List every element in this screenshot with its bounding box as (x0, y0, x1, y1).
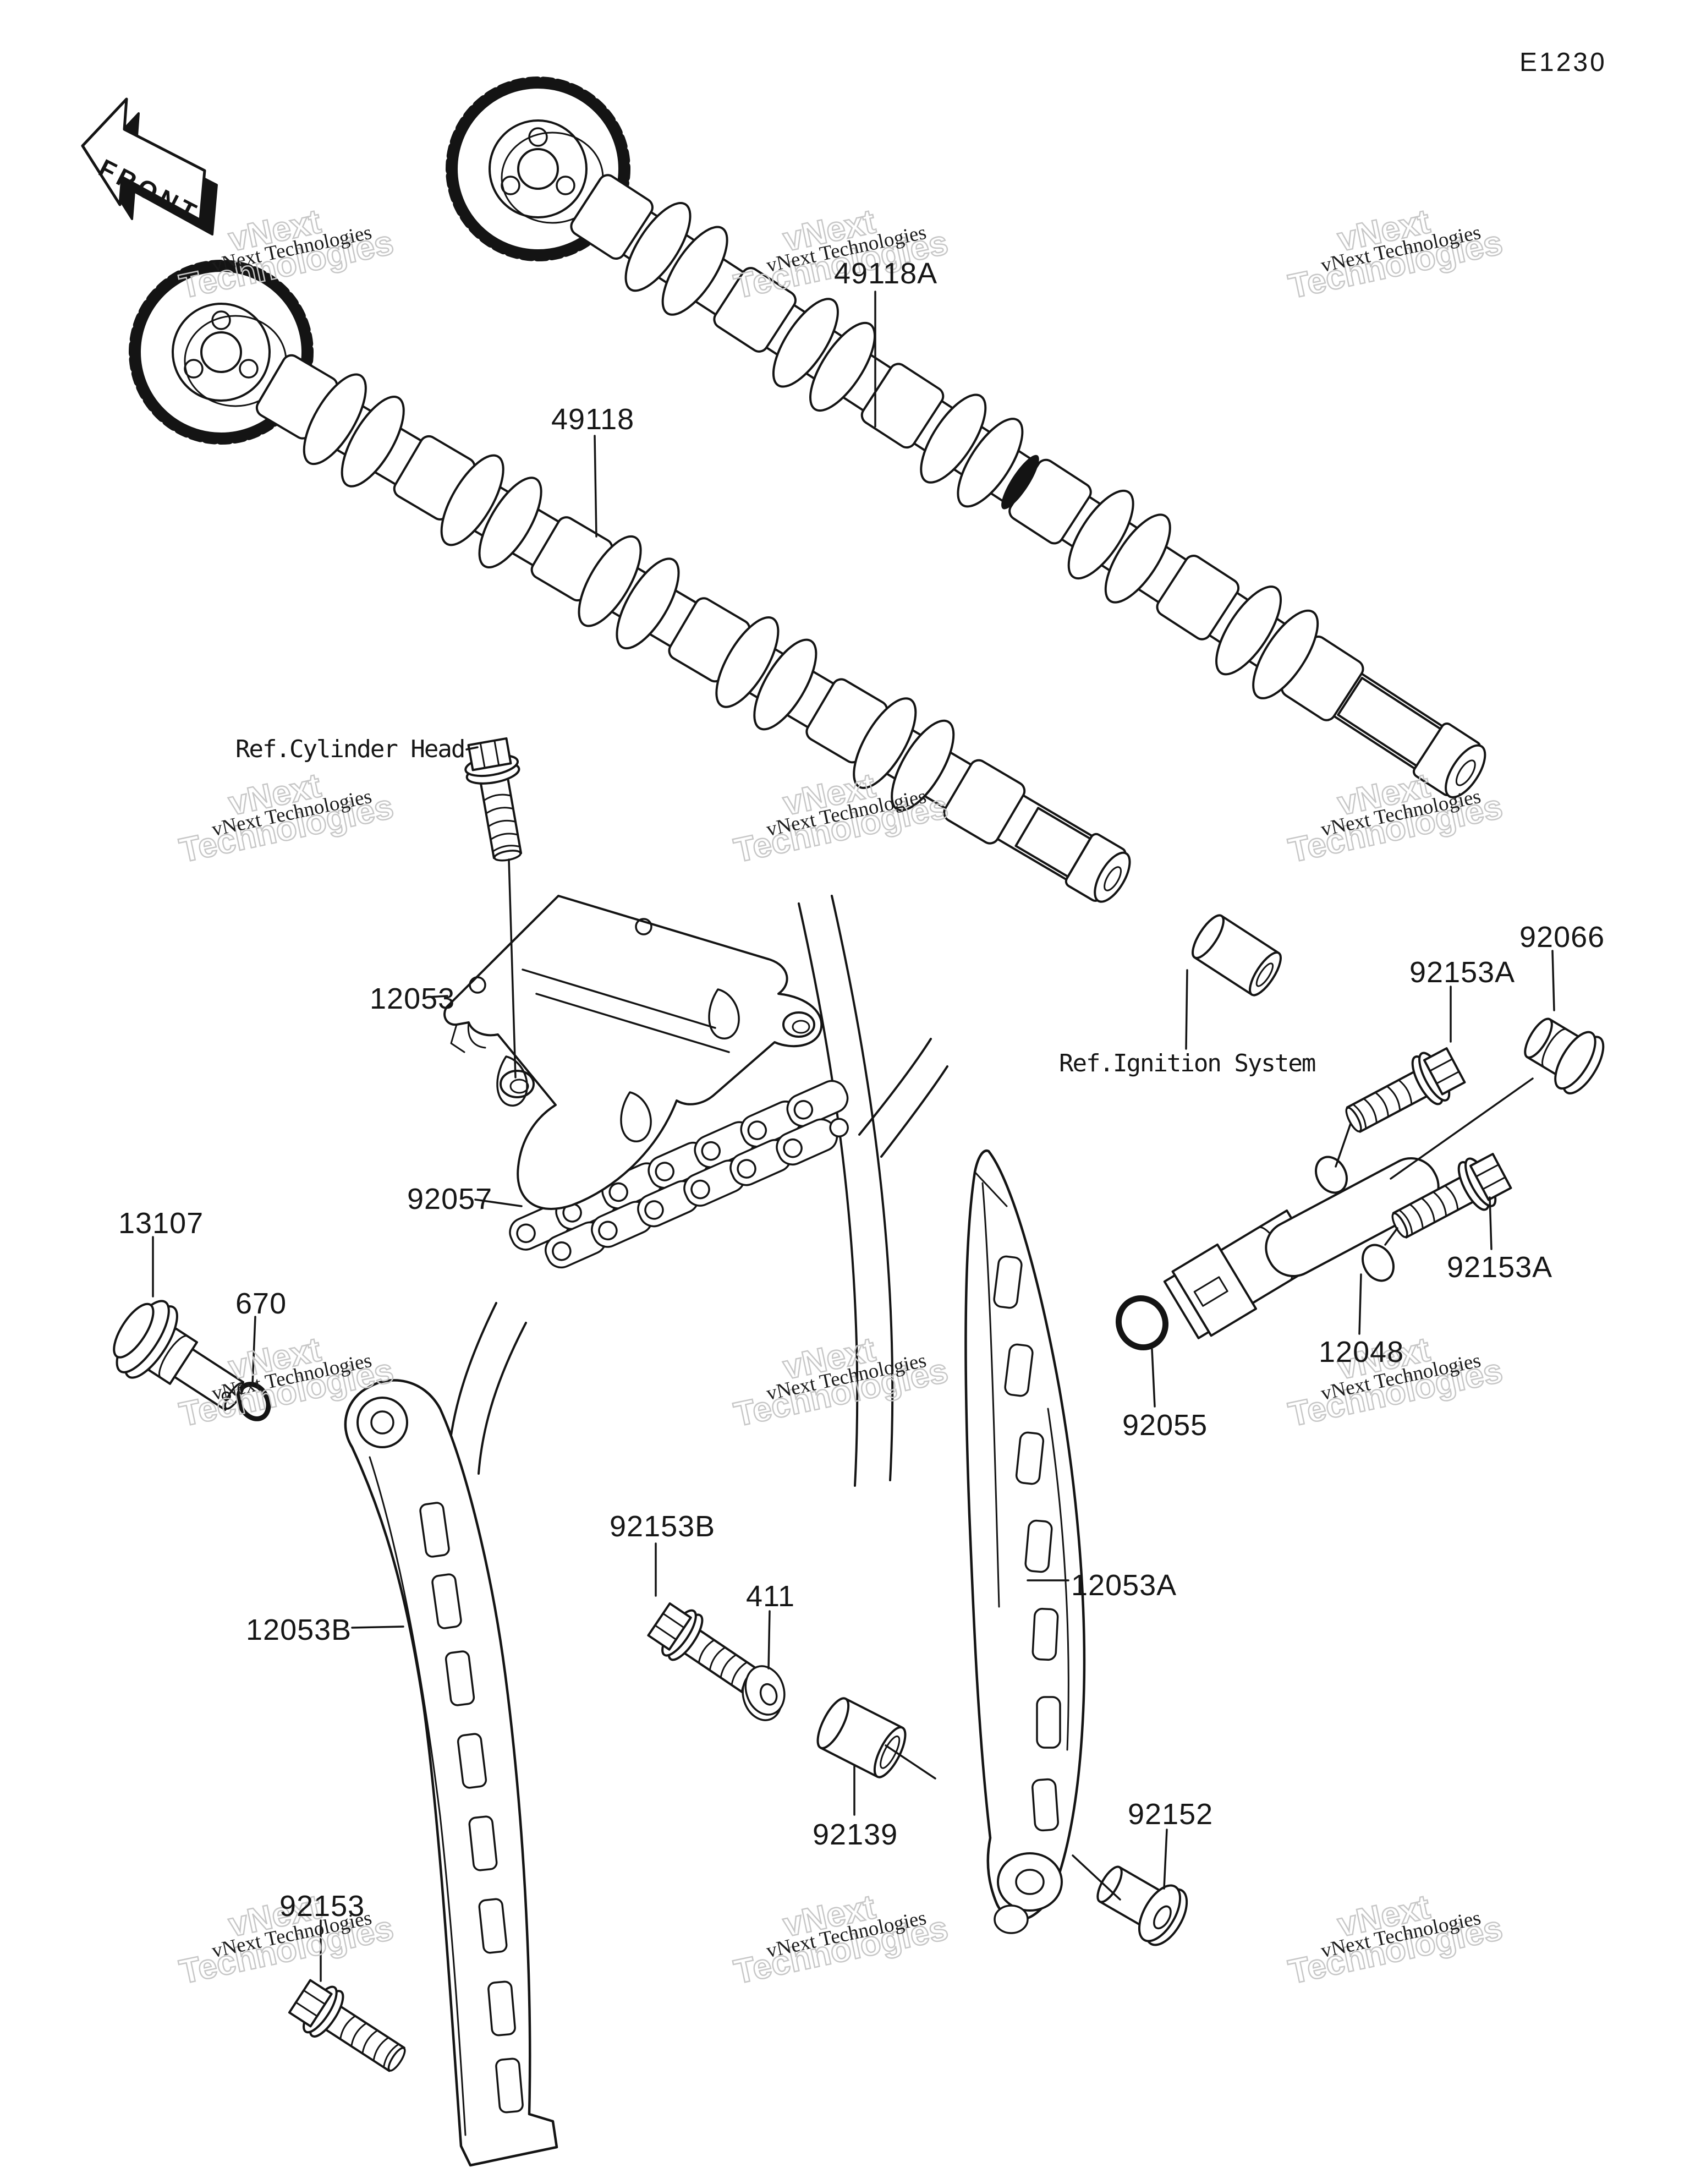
bolt-92153 (284, 1973, 416, 2085)
oring-92055 (1115, 1295, 1169, 1351)
tensioner-12048 (1163, 1156, 1440, 1339)
ref-ignition-system-label: Ref.Ignition System (1059, 1049, 1316, 1077)
intake-camshaft (253, 351, 1131, 903)
bolt-92153A-upper (1337, 1042, 1468, 1145)
part-label-49118a: 49118A (834, 257, 938, 290)
part-label-670: 670 (235, 1287, 287, 1320)
exhaust-cam-sprocket (446, 76, 630, 261)
cap-plug-92066 (1524, 1017, 1605, 1094)
part-label-12053: 12053 (370, 982, 456, 1015)
intake-cam-sprocket (129, 260, 314, 445)
part-label-12048: 12048 (1319, 1335, 1404, 1369)
page-code: E1230 (1519, 48, 1607, 77)
part-label-13107: 13107 (118, 1207, 204, 1240)
leader-lines (152, 291, 1555, 1982)
oring-670 (236, 1382, 271, 1421)
part-label-92139: 92139 (813, 1818, 898, 1851)
part-label-12053a: 12053A (1071, 1569, 1177, 1602)
part-label-411: 411 (746, 1580, 795, 1613)
cam-chain-segment (509, 1080, 849, 1269)
cylinder-head-bolt (460, 736, 536, 866)
chain-guide-front (344, 1379, 558, 2167)
part-label-92152: 92152 (1128, 1798, 1214, 1831)
part-label-92153b: 92153B (610, 1510, 716, 1543)
part-label-12053b: 12053B (246, 1613, 352, 1646)
part-label-92153a-upper: 92153A (1409, 956, 1516, 989)
front-arrow-icon: FRONT (81, 97, 218, 236)
part-label-92153: 92153 (279, 1890, 365, 1923)
cam-bracket (443, 895, 823, 1210)
chain-guide-rear (964, 1150, 1086, 1934)
ignition-rotor (1192, 914, 1282, 997)
washer-411 (742, 1665, 786, 1721)
exhaust-camshaft (567, 171, 1486, 798)
ref-cylinder-head-label: Ref.Cylinder Head (235, 735, 465, 763)
bushing-92139 (816, 1697, 907, 1778)
part-label-92057: 92057 (407, 1183, 493, 1216)
part-label-92153a-lower: 92153A (1447, 1251, 1553, 1284)
part-label-92066: 92066 (1519, 921, 1605, 954)
part-label-92055: 92055 (1122, 1409, 1208, 1442)
pivot-pin (113, 1300, 245, 1411)
part-label-49118: 49118 (551, 403, 635, 436)
collar-92152 (1096, 1865, 1188, 1946)
